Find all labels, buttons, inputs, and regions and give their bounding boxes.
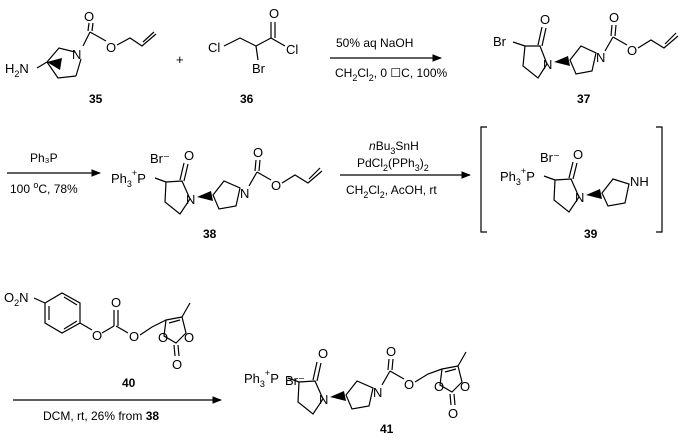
atom-o: O	[111, 295, 121, 310]
atom-n: N	[19, 61, 28, 76]
reaction-step-2: Ph₃P 100 oC, 78%	[7, 151, 101, 196]
step4-conditions: DCM, rt, 26% from 38	[43, 409, 159, 423]
compound-35: H2N N O O 35	[5, 9, 157, 106]
label-39: 39	[584, 227, 598, 241]
step3-reagent-1: nBu3SnH	[369, 139, 419, 156]
reaction-step-3: nBu3SnH PdCl2(PPh3)2 CH2Cl2, AcOH, rt	[340, 139, 471, 200]
atom-o: O	[540, 12, 550, 27]
atom-n: N	[240, 186, 249, 201]
atom-h: H	[5, 61, 14, 76]
reaction-step-1: 50% aq NaOH CH2Cl2, 0 ☐C, 100%	[330, 36, 448, 83]
label-40: 40	[122, 376, 136, 390]
right-bracket	[656, 126, 663, 233]
atom-o: O	[184, 330, 194, 345]
label-37: 37	[577, 92, 591, 106]
atom-o: O	[269, 6, 279, 21]
atom-cl: Cl	[286, 42, 298, 57]
compound-39: Br⁻ Ph3+P O N NH 39	[480, 126, 663, 241]
label-41: 41	[380, 422, 394, 436]
plus-sign: +	[176, 52, 184, 67]
atom-nh: NH	[630, 174, 649, 189]
atom-o: O	[106, 40, 116, 55]
atom-o: O	[84, 9, 94, 24]
atom-o: O	[627, 43, 637, 58]
label-36: 36	[240, 92, 254, 106]
bromide-ion: Br⁻	[150, 151, 170, 166]
step2-reagent: Ph₃P	[30, 151, 58, 165]
atom-br: Br	[252, 61, 266, 76]
atom-o: O	[609, 10, 619, 25]
atom-o: O	[158, 330, 168, 345]
atom-n: N	[72, 47, 81, 62]
atom-n: N	[596, 50, 605, 65]
compound-37: Br O N N O O 37	[493, 10, 679, 106]
compound-40: O2N O O O O O O 40	[4, 290, 194, 390]
atom-o: O	[386, 344, 396, 359]
atom-o: O	[460, 379, 470, 394]
step1-conditions: CH2Cl2, 0 ☐C, 100%	[335, 66, 448, 83]
atom-o: O	[253, 145, 263, 160]
compound-36: Cl O Cl Br 36	[208, 6, 298, 106]
compound-41: Br⁻ Ph3+P O N N O O O O O 41	[244, 344, 470, 436]
atom-n: N	[373, 385, 382, 400]
atom-o: O	[172, 357, 182, 372]
svg-text:H2N: H2N	[5, 61, 29, 79]
step3-conditions: CH2Cl2, AcOH, rt	[346, 183, 437, 200]
step2-conditions: 100 oC, 78%	[10, 180, 78, 196]
atom-o: O	[271, 178, 281, 193]
phosphonium: Ph3+P	[111, 168, 146, 189]
atom-n: N	[543, 57, 552, 72]
atom-o: O	[184, 148, 194, 163]
reaction-step-4: DCM, rt, 26% from 38	[13, 396, 222, 423]
atom-o: O	[404, 377, 414, 392]
atom-o: O	[92, 328, 102, 343]
atom-o: O	[573, 147, 583, 162]
step1-reagent: 50% aq NaOH	[336, 36, 413, 50]
atom-o: O	[318, 346, 328, 361]
label-35: 35	[89, 92, 103, 106]
phosphonium: Ph3+P	[244, 368, 279, 389]
bromide-ion: Br⁻	[540, 150, 560, 165]
step3-reagent-2: PdCl2(PPh3)2	[357, 156, 429, 173]
atom-n: N	[575, 190, 584, 205]
subscript-2: 2	[14, 69, 19, 79]
left-bracket	[480, 126, 487, 233]
nitro-group: O2N	[4, 290, 29, 308]
atom-n: N	[319, 392, 328, 407]
compound-38: Br⁻ Ph3+P O N N O O 38	[111, 145, 323, 241]
phosphonium: Ph3+P	[500, 166, 535, 187]
atom-o: O	[448, 406, 458, 421]
atom-cl: Cl	[208, 40, 220, 55]
atom-n: N	[186, 192, 195, 207]
atom-o: O	[129, 329, 139, 344]
atom-o: O	[434, 379, 444, 394]
atom-br: Br	[493, 34, 507, 49]
label-38: 38	[203, 227, 217, 241]
